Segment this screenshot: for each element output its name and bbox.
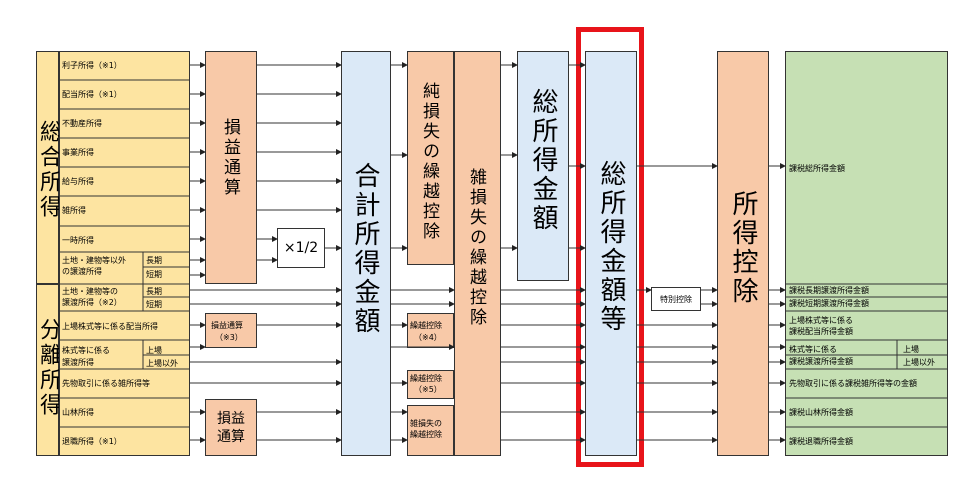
income-tochi-sogo-1: 土地・建物等以外 xyxy=(62,256,126,265)
goukei-box xyxy=(341,51,391,456)
zatsuson-small-box xyxy=(407,405,454,456)
zatsuson-box xyxy=(454,51,501,456)
sogo-group-box xyxy=(36,51,59,284)
soneki-bottom-1: 損益 xyxy=(217,411,245,427)
out-jojo-2: 課税配当所得金額 xyxy=(789,327,853,336)
soneki-tsusan-box xyxy=(205,51,257,284)
zatsuson-small-2: 繰越控除 xyxy=(410,430,442,439)
output-column xyxy=(785,51,948,456)
income-tanki2: 短期 xyxy=(146,300,162,309)
income-fudosan: 不動産所得 xyxy=(62,119,102,128)
income-sanrin: 山林所得 xyxy=(62,408,94,417)
junsonshitsu-label: 純損失の繰越控除 xyxy=(419,82,439,242)
zatsuson-label: 雑損失の繰越控除 xyxy=(466,168,486,328)
soshotoku-to-box xyxy=(585,51,637,456)
bunri-group-label: 分離所得 xyxy=(36,318,61,418)
income-choki2: 長期 xyxy=(146,287,162,296)
income-tochi-bunri-2: 譲渡所得（※2） xyxy=(62,298,122,307)
shotoku-kojo-box xyxy=(717,51,769,456)
out-kazei-tanki: 課税短期譲渡所得金額 xyxy=(789,299,869,308)
income-ichiji: 一時所得 xyxy=(62,236,94,245)
soneki-bottom-box xyxy=(205,399,257,456)
bunri-group-box xyxy=(36,284,59,456)
highlight-frame xyxy=(576,27,644,467)
junsonshitsu-box xyxy=(407,51,454,265)
sosho-label: 総所得金額 xyxy=(528,88,558,233)
out-taishoku: 課税退職所得金額 xyxy=(789,437,853,446)
kurikoshi5-2: （※5） xyxy=(414,385,442,394)
income-jojo-short: 上場 xyxy=(146,346,162,355)
out-jojo-1: 上場株式等に係る xyxy=(789,316,853,325)
out-kabu-1: 株式等に係る xyxy=(789,345,837,354)
soneki-tsusan-label: 損益通算 xyxy=(220,118,240,198)
shotoku-kojo-label: 所得控除 xyxy=(728,190,758,306)
income-jigyo: 事業所得 xyxy=(62,148,94,157)
soneki3-1: 損益通算 xyxy=(211,321,243,330)
tokubetsu-box: 特別控除 xyxy=(651,287,701,311)
income-tochi-sogo-2: の譲渡所得 xyxy=(62,267,102,276)
income-rishi: 利子所得（※1） xyxy=(62,61,122,70)
income-jojo: 上場株式等に係る配当所得 xyxy=(62,322,158,331)
income-kabu-1: 株式等に係る xyxy=(62,346,110,355)
kurikoshi5-1: 繰越控除 xyxy=(410,374,442,383)
income-tochi-bunri-1: 土地・建物等の xyxy=(62,287,118,296)
income-column xyxy=(59,51,190,456)
sosho-box xyxy=(517,51,569,281)
income-tanki: 短期 xyxy=(146,270,162,279)
half-label: ×1/2 xyxy=(283,240,319,256)
income-haito: 配当所得（※1） xyxy=(62,90,122,99)
income-zatsu: 雑所得 xyxy=(62,206,86,215)
out-sakimono: 先物取引に係る課税雑所得等の金額 xyxy=(789,379,917,388)
soneki3-box xyxy=(205,313,257,348)
out-kazei-so: 課税総所得金額 xyxy=(789,164,845,173)
kurikoshi4-1: 繰越控除 xyxy=(410,321,442,330)
out-kazei-choki: 課税長期譲渡所得金額 xyxy=(789,286,869,295)
income-kabu-2: 譲渡所得 xyxy=(62,358,94,367)
income-choki: 長期 xyxy=(146,256,162,265)
income-kyuyo: 給与所得 xyxy=(62,177,94,186)
soneki3-2: （※3） xyxy=(215,333,243,342)
out-sanrin: 課税山林所得金額 xyxy=(789,408,853,417)
out-kabu-2: 課税譲渡所得金額 xyxy=(789,357,853,366)
out-jojo-igai: 上場以外 xyxy=(903,358,935,367)
kurikoshi4-2: （※4） xyxy=(414,333,442,342)
soneki-bottom-2: 通算 xyxy=(217,429,245,445)
soshotoku-to-label: 総所得金額等 xyxy=(596,160,626,334)
out-jojo: 上場 xyxy=(903,345,919,354)
tokubetsu-label: 特別控除 xyxy=(660,294,692,304)
half-box: ×1/2 xyxy=(277,228,325,268)
income-sakimono: 先物取引に係る雑所得等 xyxy=(62,379,150,388)
zatsuson-small-1: 雑損失の xyxy=(410,419,442,428)
income-jojo-igai: 上場以外 xyxy=(146,359,178,368)
sogo-group-label: 総合所得 xyxy=(36,120,61,220)
goukei-label: 合計所得金額 xyxy=(350,162,380,336)
income-taishoku: 退職所得（※1） xyxy=(62,437,122,446)
